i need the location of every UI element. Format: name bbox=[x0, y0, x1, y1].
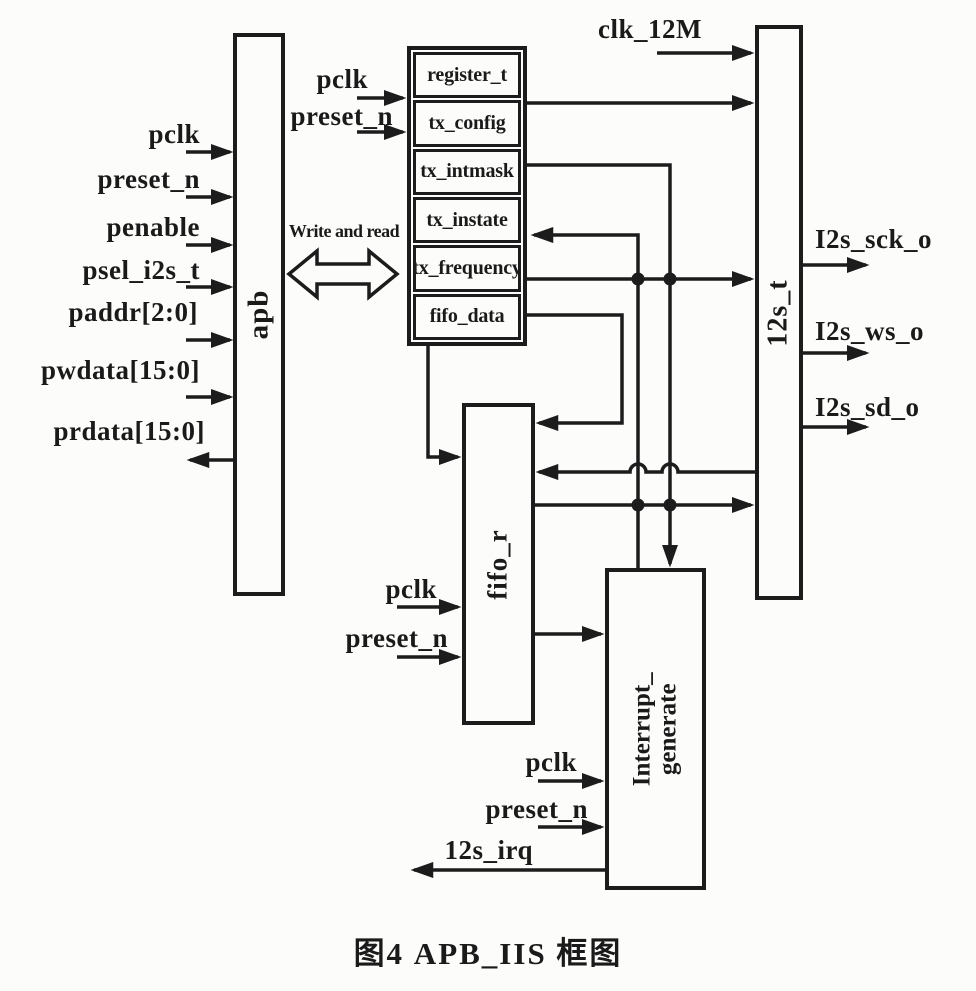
apb-block-label: apb bbox=[242, 289, 275, 340]
label-i2s-sd-o: I2s_sd_o bbox=[815, 392, 920, 422]
label-preset_n-fifor: preset_n bbox=[345, 623, 448, 653]
register-bank-block: register_t tx_config tx_intmask tx_insta… bbox=[407, 46, 527, 346]
label-preset_n-apb: preset_n bbox=[97, 164, 200, 194]
register-row-tx_frequency: tx_frequency bbox=[413, 245, 521, 292]
interrupt-label-line2: generate bbox=[654, 683, 682, 775]
label-pwdata: pwdata[15:0] bbox=[41, 355, 200, 385]
label-pclk-interrupt: pclk bbox=[525, 747, 577, 777]
label-i2s-sck-o: I2s_sck_o bbox=[815, 224, 933, 254]
interrupt-label-line1: Interrupt_ bbox=[628, 672, 656, 786]
junction-dots bbox=[631, 272, 677, 512]
junction-dot bbox=[631, 272, 645, 286]
wire-fifodata-to-fifor-right bbox=[527, 313, 624, 432]
wire-fifodata-to-fifor-left bbox=[426, 346, 462, 466]
label-write-and-read: Write and read bbox=[288, 221, 400, 241]
fifo-r-block-label: fifo_r bbox=[483, 528, 513, 600]
junction-dot bbox=[663, 498, 677, 512]
junction-dot bbox=[631, 498, 645, 512]
fifo-r-block: fifo_r bbox=[462, 403, 535, 725]
wire-i2st-to-fifor bbox=[535, 462, 755, 481]
i2s-t-block-label: 12s_t bbox=[763, 278, 795, 347]
label-prdata: prdata[15:0] bbox=[53, 416, 205, 446]
label-pclk-fifor: pclk bbox=[385, 574, 437, 604]
label-pclk-register: pclk bbox=[316, 64, 368, 94]
i2s-t-block: 12s_t bbox=[755, 25, 803, 600]
label-irq: 12s_irq bbox=[444, 835, 533, 865]
label-preset_n-register: preset_n bbox=[290, 101, 393, 131]
register-row-register_t: register_t bbox=[413, 52, 521, 99]
register-row-tx_config: tx_config bbox=[413, 100, 521, 147]
wire-txintmask-to-interrupt bbox=[527, 163, 679, 568]
label-preset_n-interrupt: preset_n bbox=[485, 794, 588, 824]
register-row-tx_intmask: tx_intmask bbox=[413, 148, 521, 195]
apb-block: apb bbox=[233, 33, 285, 596]
junction-dot bbox=[663, 272, 677, 286]
label-i2s-ws-o: I2s_ws_o bbox=[815, 316, 925, 346]
register-row-tx_instate: tx_instate bbox=[413, 196, 521, 244]
wire-to-txinstate bbox=[530, 226, 640, 568]
bus-double-arrow bbox=[286, 247, 400, 301]
label-psel_i2s_t: psel_i2s_t bbox=[82, 255, 200, 285]
label-paddr: paddr[2:0] bbox=[68, 297, 198, 327]
label-penable: penable bbox=[106, 212, 200, 242]
label-clk12m: clk_12M bbox=[598, 14, 702, 44]
label-pclk-apb: pclk bbox=[148, 119, 200, 149]
figure-caption: 图4 APB_IIS 框图 bbox=[353, 936, 623, 971]
register-row-fifo_data: fifo_data bbox=[413, 293, 521, 340]
interrupt-generate-block: Interrupt_ generate bbox=[605, 568, 706, 890]
